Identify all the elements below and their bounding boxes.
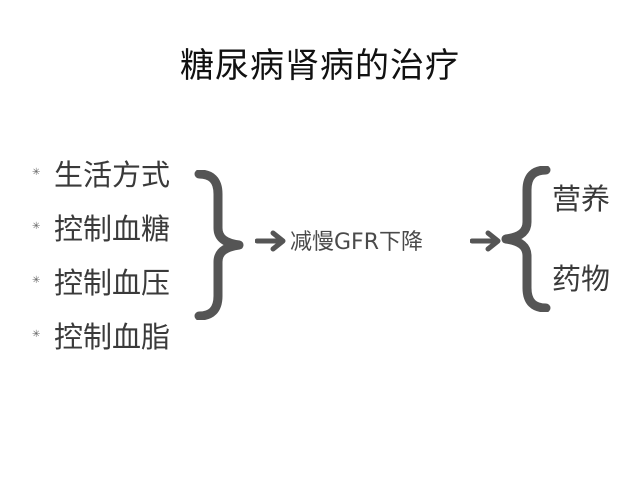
page-title: 糖尿病肾病的治疗 [180,46,460,86]
left-list: ✳ 生活方式 ✳ 控制血糖 ✳ 控制血压 ✳ 控制血脂 [32,146,170,362]
list-item: ✳ 控制血糖 [32,200,170,254]
asterisk-bullet-icon: ✳ [32,221,41,232]
asterisk-bullet-icon: ✳ [32,275,41,286]
list-item: ✳ 生活方式 [32,146,170,200]
list-item-label: 生活方式 [54,158,171,192]
asterisk-bullet-icon: ✳ [32,329,41,340]
list-item-label: 控制血脂 [54,320,171,354]
list-item: ✳ 控制血脂 [32,308,170,362]
list-item-label: 控制血压 [54,266,171,300]
goal-text: 减慢GFR下降 [290,230,423,255]
right-arrow-icon [470,230,501,252]
right-curly-brace-icon [194,170,244,320]
asterisk-bullet-icon: ✳ [32,167,41,178]
right-arrow-icon [255,230,286,252]
left-curly-brace-icon [501,166,551,312]
right-item-nutrition: 营养 [552,182,611,216]
right-item-medication: 药物 [552,262,611,296]
list-item-label: 控制血糖 [54,212,171,246]
list-item: ✳ 控制血压 [32,254,170,308]
